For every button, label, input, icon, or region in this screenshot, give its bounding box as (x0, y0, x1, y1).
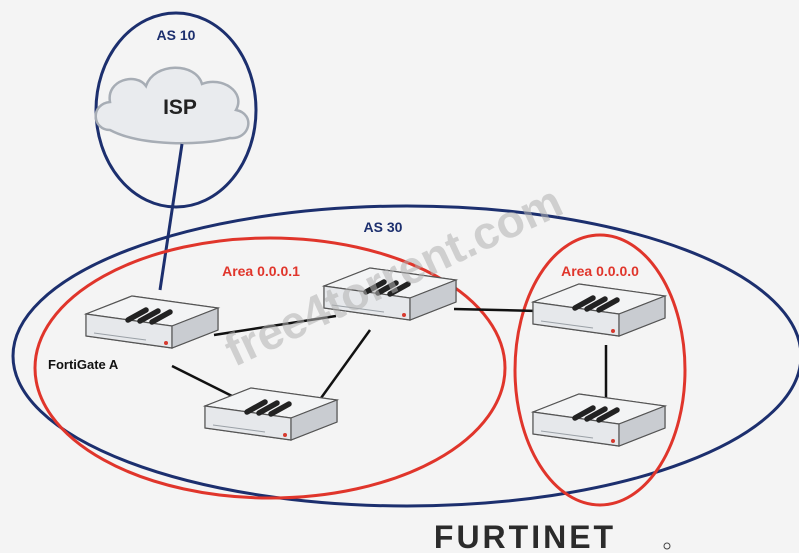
fortigate-a-device[interactable] (86, 296, 218, 348)
area0-top-device[interactable] (533, 284, 665, 336)
isp-uplink (158, 143, 184, 291)
as-30-boundary (11, 204, 799, 508)
device-links (171, 307, 608, 406)
area-0000-boundary (513, 233, 687, 507)
isp-cloud-icon (94, 66, 250, 145)
area-0000-label: Area 0.0.0.0 (561, 263, 639, 279)
fortinet-logo: FURTINET (434, 519, 616, 553)
registered-mark-icon (663, 542, 671, 550)
as-10-label: AS 10 (157, 27, 196, 43)
as-30-label: AS 30 (364, 219, 403, 235)
area1-bottom-device[interactable] (205, 388, 337, 440)
area-0001-label: Area 0.0.0.1 (222, 263, 300, 279)
area0-bottom-device[interactable] (533, 394, 665, 446)
isp-label: ISP (163, 96, 197, 119)
fortigate-a-label: FortiGate A (48, 357, 119, 372)
area-0001-boundary (33, 236, 507, 500)
